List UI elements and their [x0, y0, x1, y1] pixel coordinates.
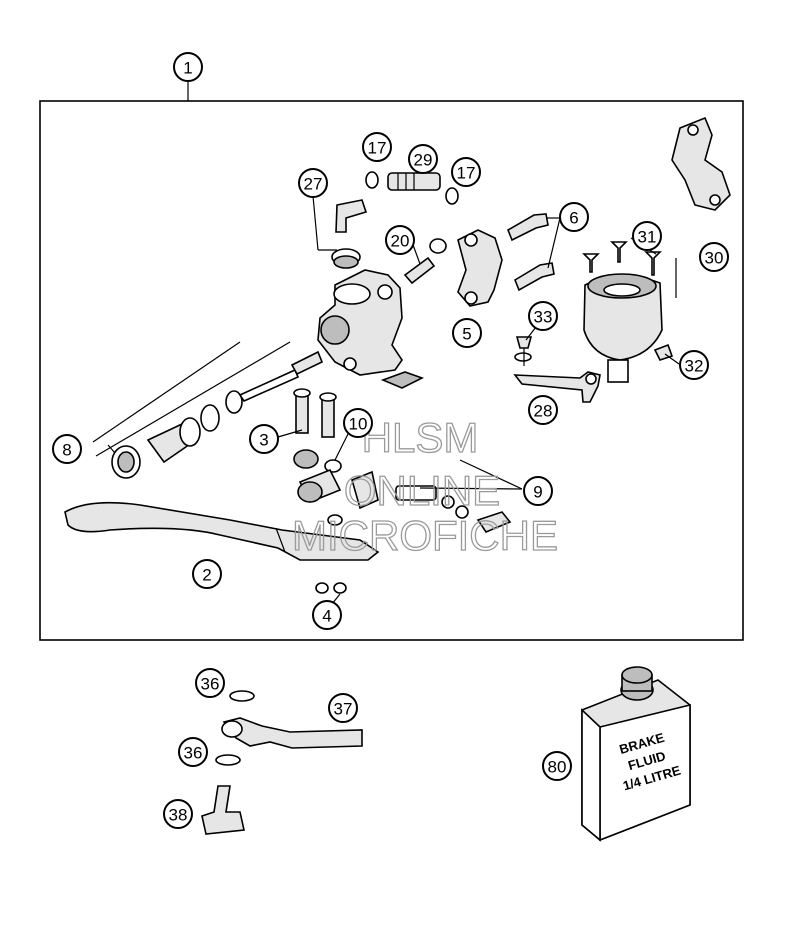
lever-nuts	[315, 582, 347, 594]
callout-17b: 17	[451, 157, 481, 187]
svg-text:17: 17	[457, 164, 476, 183]
svg-text:4: 4	[322, 607, 331, 626]
svg-text:80: 80	[548, 758, 567, 777]
clamp-bolts	[506, 213, 555, 292]
svg-text:36: 36	[201, 675, 220, 694]
clamp-lower	[457, 229, 503, 307]
svg-text:6: 6	[569, 209, 578, 228]
callout-28: 28	[528, 395, 558, 425]
svg-text:36: 36	[184, 744, 203, 763]
callout-4: 4	[312, 600, 342, 630]
svg-text:20: 20	[391, 232, 410, 251]
svg-text:8: 8	[62, 441, 71, 460]
brake-fluid-can: BRAKE FLUID 1/4 LITRE	[581, 666, 691, 842]
lever-bolts	[293, 388, 342, 473]
svg-text:28: 28	[534, 402, 553, 421]
svg-text:33: 33	[534, 308, 553, 327]
clamp-upper	[671, 116, 731, 211]
svg-text:1: 1	[183, 59, 192, 78]
svg-text:3: 3	[259, 431, 268, 450]
pivot-pin	[365, 171, 459, 205]
assembly-frame	[39, 100, 744, 641]
svg-text:27: 27	[304, 175, 323, 194]
callout-2: 2	[192, 559, 222, 589]
callout-3: 3	[249, 424, 279, 454]
shim-plate	[380, 371, 425, 389]
banjo-hose	[201, 690, 363, 835]
svg-text:30: 30	[705, 249, 724, 268]
callout-38: 38	[163, 799, 193, 829]
callout-32: 32	[679, 350, 709, 380]
callout-6: 6	[559, 202, 589, 232]
callout-8: 8	[52, 434, 82, 464]
callout-31: 31	[632, 221, 662, 251]
watermark-line1: HLSM	[362, 414, 479, 461]
hose-fitting	[331, 199, 368, 269]
master-cylinder	[317, 269, 403, 376]
watermark: HLSM ONLINE MICROFICHE	[291, 413, 558, 559]
reservoir-screws	[582, 241, 662, 276]
callout-30: 30	[699, 242, 729, 272]
svg-text:5: 5	[462, 325, 471, 344]
brake-lever	[64, 501, 380, 561]
svg-text:31: 31	[638, 228, 657, 247]
callout-1: 1	[173, 52, 203, 82]
callout-80: 80	[542, 751, 572, 781]
piston-assembly	[92, 341, 324, 479]
callouts: 1 2 3 4 5 6 8 9 10 17 17 20 27 28 29 30 …	[52, 52, 729, 829]
svg-text:29: 29	[414, 151, 433, 170]
callout-29: 29	[408, 144, 438, 174]
callout-27: 27	[298, 168, 328, 198]
svg-text:9: 9	[533, 483, 542, 502]
svg-text:10: 10	[349, 415, 368, 434]
svg-text:32: 32	[685, 357, 704, 376]
callout-9: 9	[523, 476, 553, 506]
adjuster-assembly	[297, 468, 512, 533]
callout-5: 5	[452, 318, 482, 348]
svg-text:17: 17	[368, 139, 387, 158]
callout-10: 10	[343, 408, 373, 438]
callout-20: 20	[385, 225, 415, 255]
callout-17a: 17	[362, 132, 392, 162]
callout-33: 33	[528, 301, 558, 331]
callout-37: 37	[328, 693, 358, 723]
callout-36a: 36	[195, 668, 225, 698]
svg-text:38: 38	[169, 806, 188, 825]
reservoir	[583, 273, 663, 383]
svg-text:2: 2	[202, 566, 211, 585]
watermark-line3: MICROFICHE	[292, 512, 558, 559]
watermark-line2: ONLINE	[344, 467, 500, 514]
callout-36b: 36	[178, 737, 208, 767]
svg-text:37: 37	[334, 700, 353, 719]
